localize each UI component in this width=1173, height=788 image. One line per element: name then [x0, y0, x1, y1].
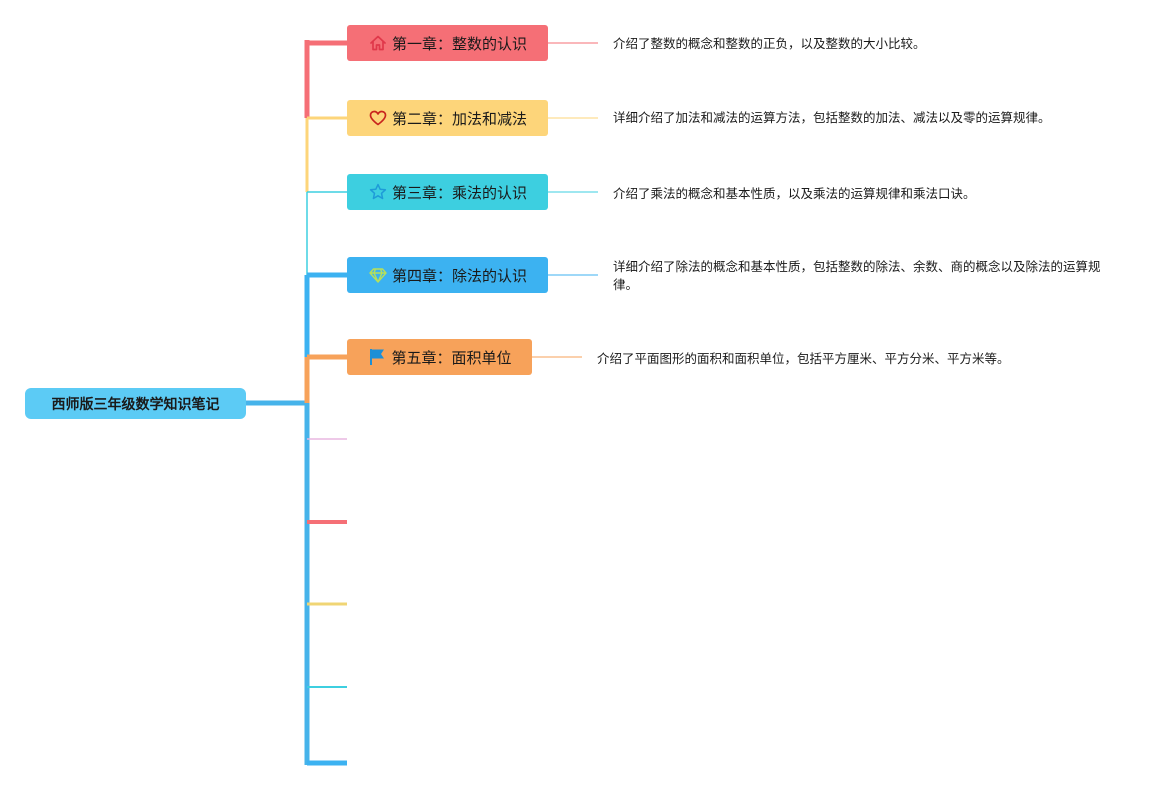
topic-chapter-1[interactable]: 第一章：整数的认识 [347, 25, 548, 61]
root-topic-label: 西师版三年级数学知识笔记 [51, 396, 220, 413]
flag-icon [367, 347, 387, 367]
diamond-icon [368, 265, 388, 285]
note-chapter-4: 详细介绍了除法的概念和基本性质，包括整数的除法、余数、商的概念以及除法的运算规律… [613, 259, 1101, 292]
topic-label: 第四章：除法的认识 [391, 266, 527, 285]
topic-chapter-2[interactable]: 第二章：加法和减法 [347, 100, 548, 136]
root-topic[interactable]: 西师版三年级数学知识笔记 [25, 388, 246, 419]
star-icon [368, 182, 388, 202]
topic-chapter-4[interactable]: 第四章：除法的认识 [347, 257, 548, 293]
note-chapter-3: 介绍了乘法的概念和基本性质，以及乘法的运算规律和乘法口诀。 [613, 186, 976, 201]
heart-icon [368, 108, 388, 128]
topic-label: 第二章：加法和减法 [391, 109, 527, 128]
topic-chapter-3[interactable]: 第三章：乘法的认识 [347, 174, 548, 210]
note-chapter-1: 介绍了整数的概念和整数的正负，以及整数的大小比较。 [613, 36, 926, 51]
topic-chapter-5[interactable]: 第五章：面积单位 [347, 339, 532, 375]
topic-label: 第三章：乘法的认识 [391, 183, 527, 202]
home-icon [368, 33, 388, 53]
note-chapter-5: 介绍了平面图形的面积和面积单位，包括平方厘米、平方分米、平方米等。 [597, 351, 1010, 366]
topic-label: 第一章：整数的认识 [391, 34, 527, 53]
topic-label: 第五章：面积单位 [391, 348, 512, 367]
note-chapter-2: 详细介绍了加法和减法的运算方法，包括整数的加法、减法以及零的运算规律。 [613, 110, 1051, 125]
